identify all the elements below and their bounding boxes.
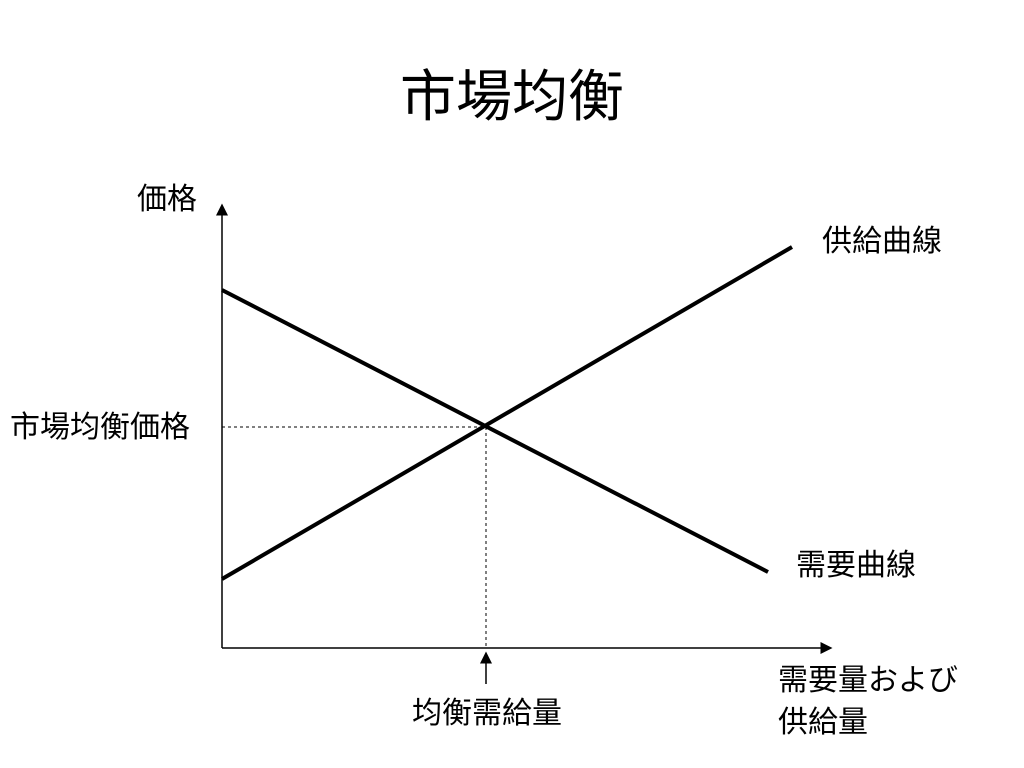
demand-curve-label: 需要曲線 [796,548,916,583]
equilibrium-price-label: 市場均衡価格 [10,410,190,445]
x-axis-label: 需要量および 供給量 [778,660,998,744]
x-axis-label-line1: 需要量および [778,663,958,698]
supply-curve [220,245,794,581]
y-axis-label: 価格 [137,182,197,217]
supply-curve-label: 供給曲線 [822,224,942,259]
slide-title: 市場均衡 [400,65,624,130]
x-axis-label-line2: 供給量 [778,705,868,740]
demand-curve [221,288,769,574]
equilibrium-quantity-label: 均衡需給量 [412,696,562,731]
